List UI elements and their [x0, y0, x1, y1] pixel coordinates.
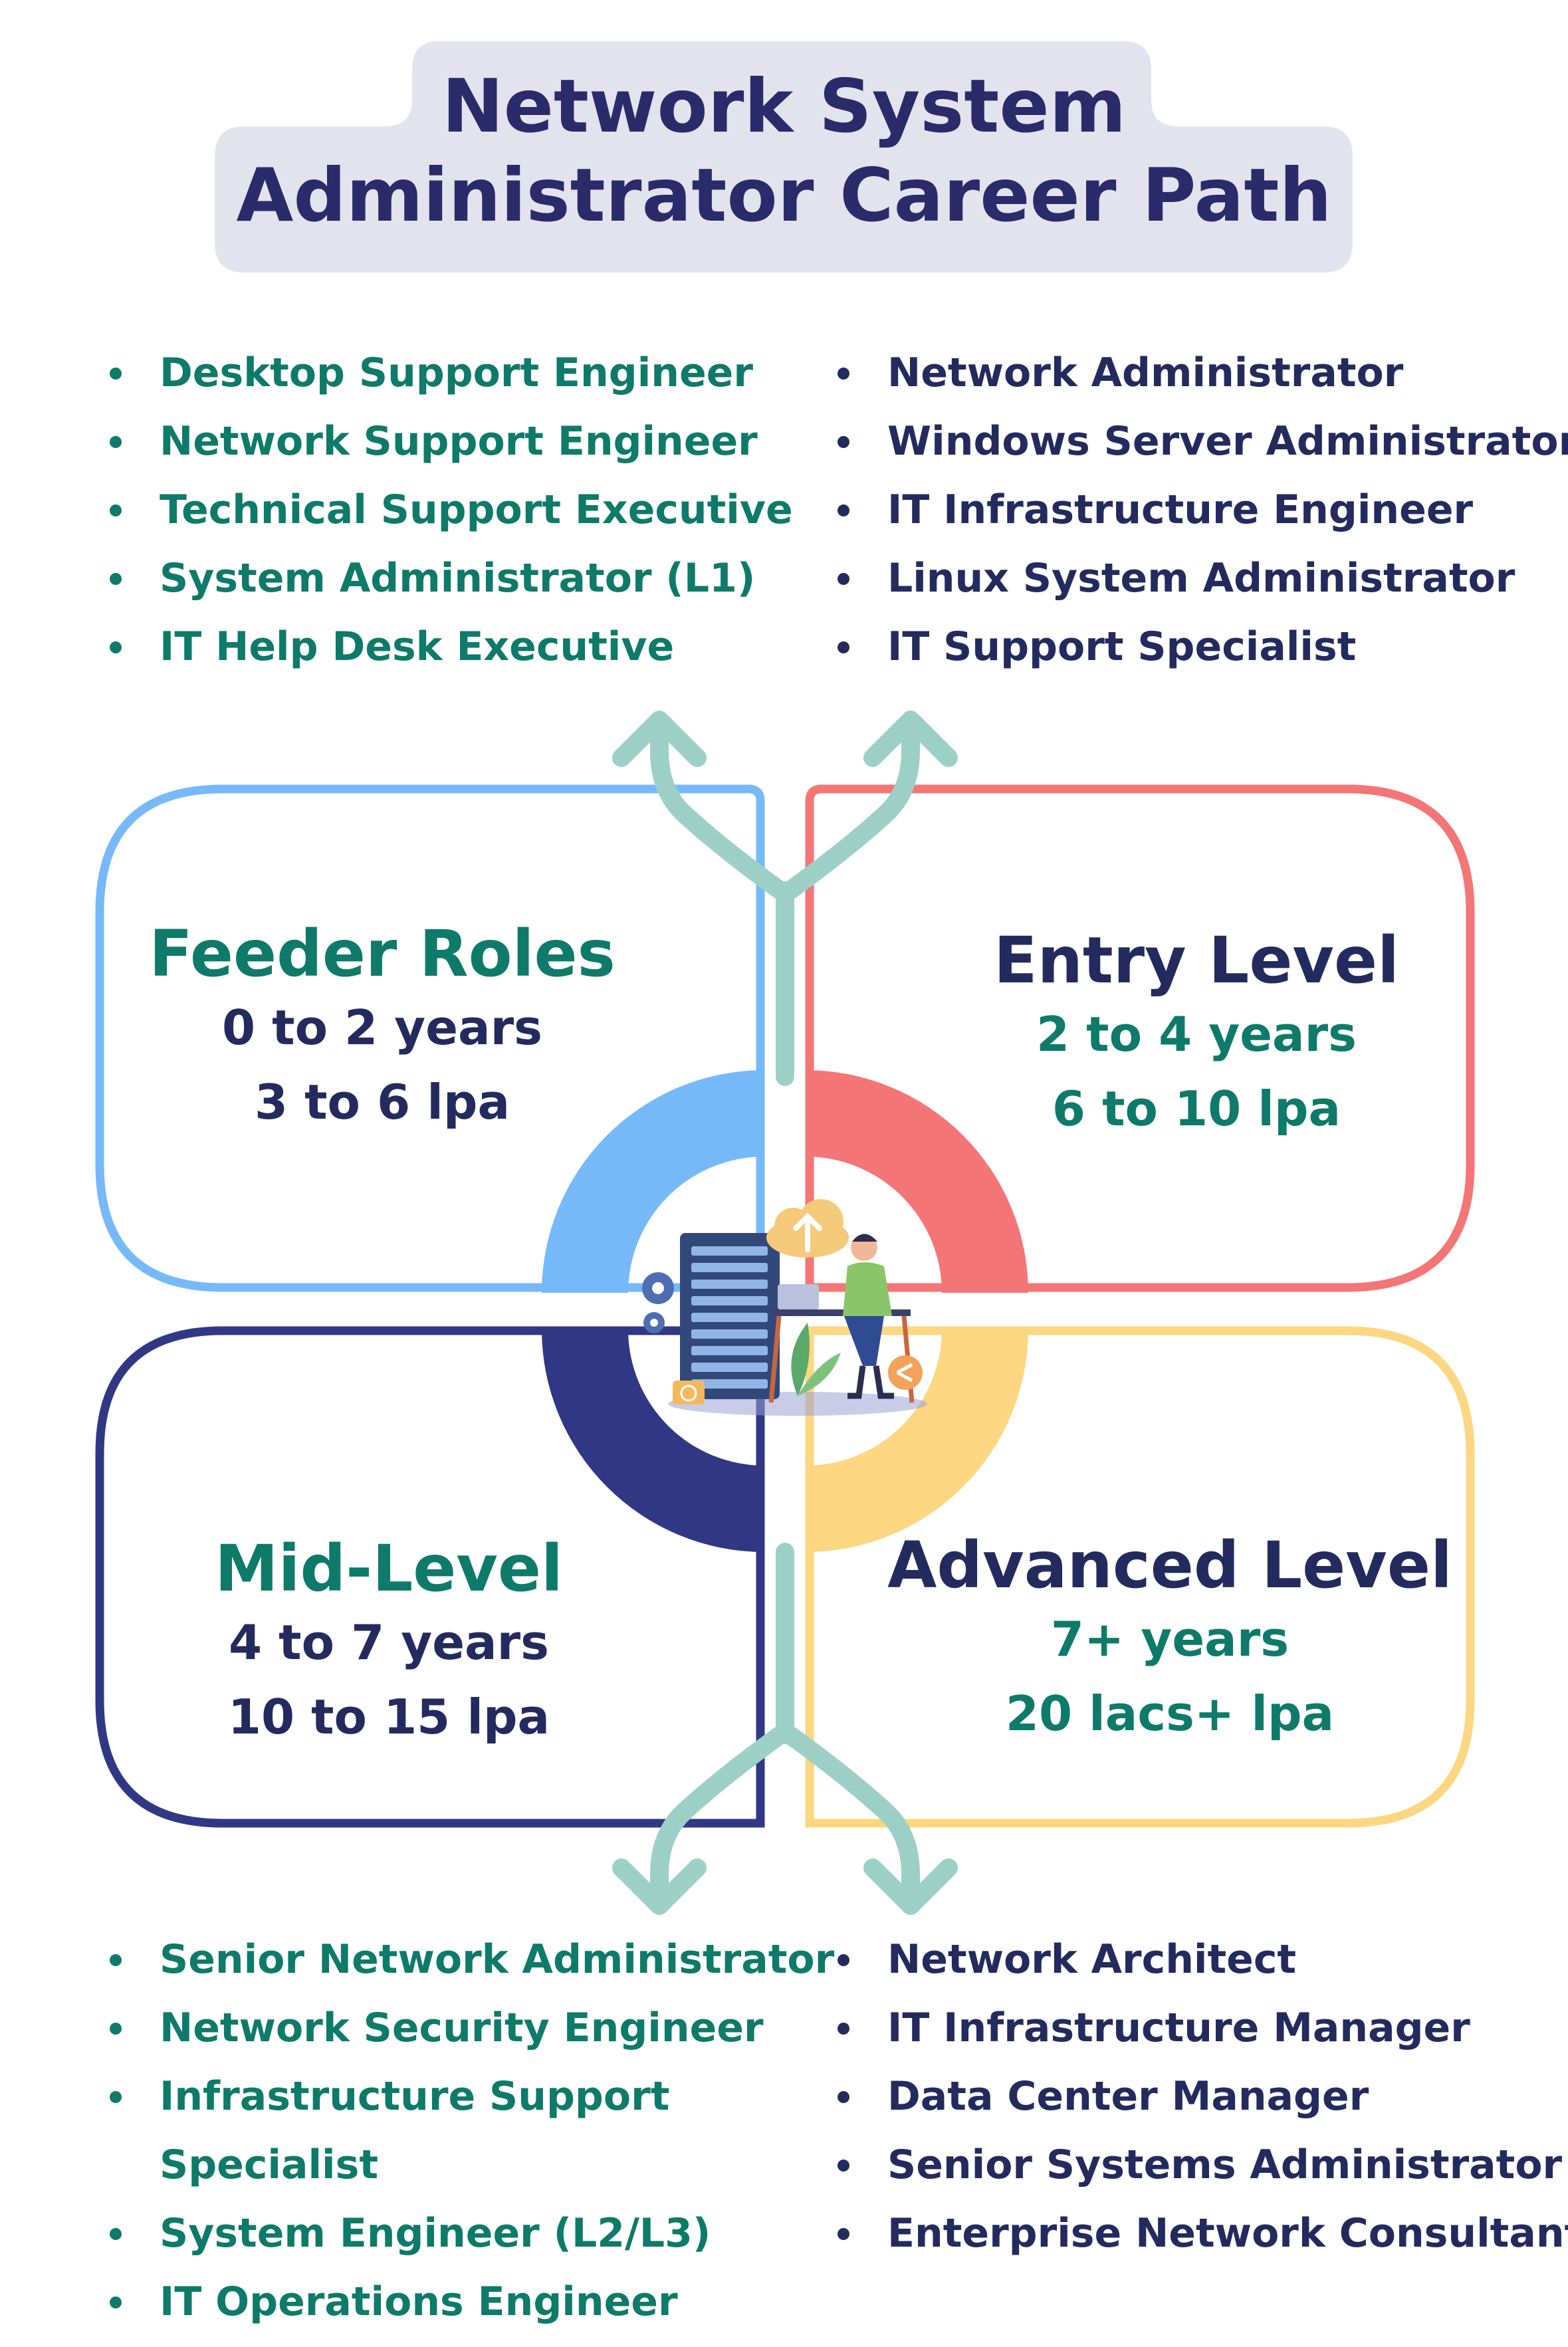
cloud-upload-icon — [766, 1199, 849, 1258]
stage-salary: 10 to 15 lpa — [227, 1689, 550, 1745]
list-item: IT Operations Engineer — [110, 2268, 834, 2336]
stage-salary: 20 lacs+ lpa — [1005, 1686, 1335, 1741]
list-item: Desktop Support Engineer — [110, 339, 793, 407]
list-item: Linux System Administrator — [838, 544, 1568, 613]
entry-card: Entry Level 2 to 4 years 6 to 10 lpa — [934, 924, 1459, 1146]
list-item: Senior Network Administrator — [110, 1926, 834, 1994]
mid-card-outline — [95, 1326, 765, 1828]
entry-ring-segment — [806, 1070, 1028, 1293]
entry-level-roles-list: Network Administrator Windows Server Adm… — [838, 339, 1568, 681]
advanced-level-roles-list: Network Architect IT Infrastructure Mana… — [838, 1926, 1568, 2268]
feeder-card: Feeder Roles 0 to 2 years 3 to 6 lpa — [106, 917, 658, 1139]
list-item: Network Support Engineer — [110, 407, 793, 476]
list-item: IT Help Desk Executive — [110, 613, 793, 681]
advanced-card-outline — [805, 1326, 1475, 1828]
list-item: Technical Support Executive — [110, 476, 793, 544]
mid-card: Mid-Level 4 to 7 years 10 to 15 lpa — [106, 1532, 671, 1754]
stage-title: Advanced Level — [887, 1528, 1452, 1603]
list-item: Enterprise Network Consultant — [838, 2199, 1568, 2268]
advanced-ring-segment — [806, 1329, 1028, 1552]
title-background — [215, 41, 1353, 273]
gear-icon — [642, 1272, 674, 1333]
list-item: IT Infrastructure Manager — [838, 1994, 1568, 2063]
stage-title: Mid-Level — [215, 1531, 563, 1606]
stage-title: Feeder Roles — [149, 917, 616, 991]
list-item: System Administrator (L1) — [110, 544, 793, 613]
page-title-line1: Network System — [441, 64, 1127, 150]
mid-ring-segment — [542, 1329, 764, 1552]
share-icon — [888, 1355, 923, 1390]
mid-level-roles-list: Senior Network Administrator Network Sec… — [110, 1926, 834, 2336]
page-title-line2: Administrator Career Path — [236, 153, 1332, 239]
list-item: Network Architect — [838, 1926, 1568, 1994]
branch-arrow-down — [612, 1543, 958, 1915]
list-item: Senior Systems Administrator — [838, 2131, 1568, 2199]
list-item: Network Security Engineer — [110, 1994, 834, 2063]
stage-salary: 6 to 10 lpa — [1052, 1081, 1341, 1137]
list-item: IT Infrastructure Engineer — [838, 476, 1568, 544]
title-plate — [215, 41, 1353, 273]
stage-experience: 7+ years — [1050, 1611, 1289, 1667]
list-item: Network Administrator — [838, 339, 1568, 407]
stage-salary: 3 to 6 lpa — [254, 1074, 510, 1130]
list-item: IT Support Specialist — [838, 613, 1568, 681]
list-item: System Engineer (L2/L3) — [110, 2199, 834, 2268]
entry-card-outline — [805, 784, 1475, 1292]
stage-title: Entry Level — [993, 923, 1400, 998]
list-item: Data Center Manager — [838, 2063, 1568, 2131]
list-item: Infrastructure Support — [110, 2063, 834, 2131]
list-item: Windows Server Administrator — [838, 407, 1568, 476]
stage-experience: 0 to 2 years — [222, 1000, 542, 1056]
advanced-card: Advanced Level 7+ years 20 lacs+ lpa — [884, 1529, 1456, 1751]
stage-experience: 2 to 4 years — [1036, 1006, 1357, 1062]
feeder-roles-list: Desktop Support Engineer Network Support… — [110, 339, 793, 681]
stage-experience: 4 to 7 years — [229, 1615, 549, 1670]
feeder-card-outline — [95, 784, 765, 1292]
list-item-continuation: Specialist — [160, 2142, 379, 2188]
globe-folder-icon — [673, 1381, 705, 1404]
branch-arrow-up — [612, 711, 958, 1086]
feeder-ring-segment — [542, 1070, 764, 1293]
